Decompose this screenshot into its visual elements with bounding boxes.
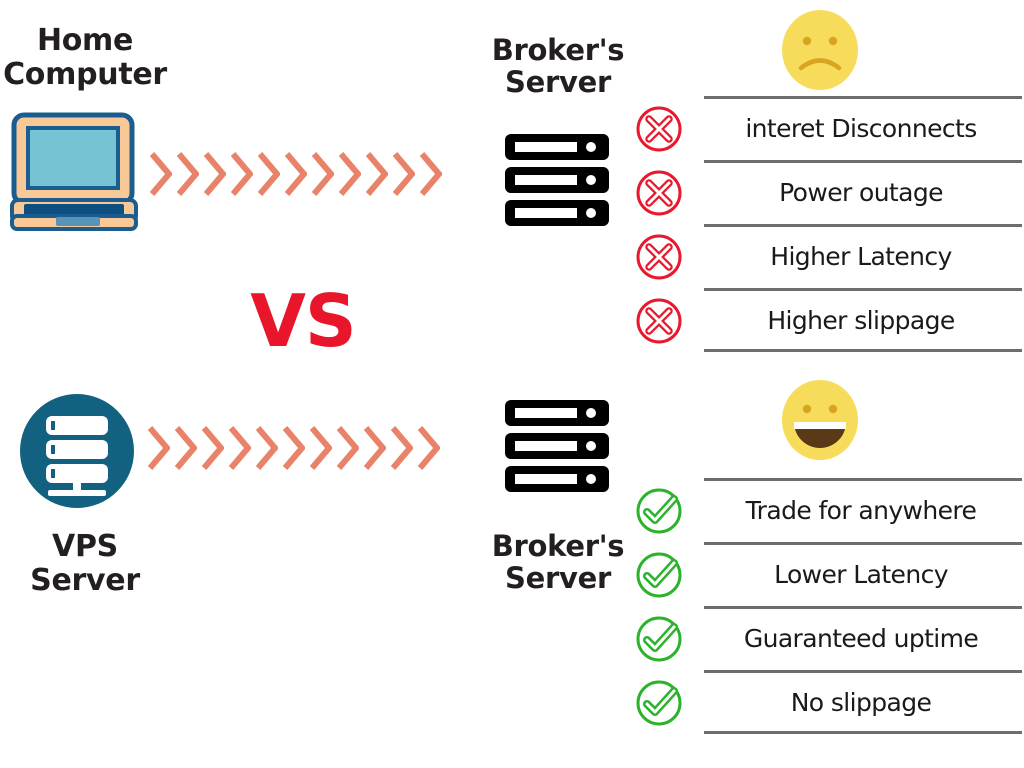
chevron-right-icon [229, 426, 251, 470]
home-computer-title-line1: Home [36, 23, 134, 58]
list-item-label: No slippage [790, 687, 932, 717]
chevron-right-icon [420, 152, 442, 196]
chevron-right-icon [175, 426, 197, 470]
server-rack-icon-top [505, 134, 609, 226]
brokers-server-title-top: Broker's Server [470, 34, 646, 99]
list-item-label: Power outage [779, 177, 943, 207]
server-rack-unit [505, 167, 609, 193]
brokers-server-title-bottom: Broker's Server [470, 530, 646, 595]
vps-server-circle-icon [20, 394, 134, 508]
chevron-right-icon [285, 152, 307, 196]
chevron-right-icon [312, 152, 334, 196]
chevron-right-icon [391, 426, 413, 470]
chevron-right-icon [364, 426, 386, 470]
list-item-rule-top [704, 288, 1022, 291]
home-computer-title: Home Computer [0, 24, 170, 91]
brokers-server-title-bottom-line2: Server [505, 561, 611, 596]
brokers-server-title-top-line2: Server [505, 65, 611, 100]
circle-check-icon [636, 552, 682, 598]
vs-label: VS [250, 279, 357, 363]
vps-server-title-line2: Server [30, 562, 140, 598]
server-rack-led [586, 441, 596, 451]
list-item-rule-top [704, 478, 1022, 481]
chevron-right-icon [202, 426, 224, 470]
sad-face-icon [782, 10, 858, 90]
chevron-right-icon [366, 152, 388, 196]
list-item[interactable]: No slippage [632, 670, 1022, 734]
chevron-right-icon [258, 152, 280, 196]
chevron-right-icon [393, 152, 415, 196]
chevron-right-icon [310, 426, 332, 470]
list-item-label: Guaranteed uptime [743, 623, 979, 653]
list-item[interactable]: Higher Latency [632, 224, 1022, 288]
chevron-right-icon [177, 152, 199, 196]
circle-check-icon [636, 488, 682, 534]
vps-server-title: VPS Server [0, 530, 170, 597]
circle-x-icon [636, 170, 682, 216]
chevron-right-icon [418, 426, 440, 470]
list-item-label: Higher slippage [767, 305, 955, 335]
list-item-rule-top [704, 542, 1022, 545]
server-rack-led [586, 175, 596, 185]
list-item-rule-top [704, 96, 1022, 99]
brokers-server-title-bottom-line1: Broker's [491, 529, 625, 563]
server-rack-icon-bottom [505, 400, 609, 492]
circle-x-icon [636, 234, 682, 280]
list-item[interactable]: Lower Latency [632, 542, 1022, 606]
chevron-right-icon [204, 152, 226, 196]
brokers-server-title-top-line1: Broker's [491, 33, 625, 67]
server-rack-unit [505, 400, 609, 426]
list-item-label: Trade for anywhere [745, 495, 977, 525]
list-item[interactable]: Guaranteed uptime [632, 606, 1022, 670]
home-computer-title-line2: Computer [3, 56, 167, 92]
circle-x-icon [636, 106, 682, 152]
chevron-right-icon [231, 152, 253, 196]
server-rack-slot [515, 441, 577, 451]
list-item-label: Lower Latency [774, 559, 948, 589]
server-rack-led [586, 408, 596, 418]
laptop-icon [10, 112, 138, 231]
chevron-right-icon [256, 426, 278, 470]
server-rack-slot [515, 474, 577, 484]
list-item-rule-bottom [704, 731, 1022, 734]
server-rack-slot [515, 408, 577, 418]
list-item[interactable]: interet Disconnects [632, 96, 1022, 160]
list-item[interactable]: Trade for anywhere [632, 478, 1022, 542]
chevron-arrow-row-bottom [148, 418, 493, 478]
list-item-rule-top [704, 160, 1022, 163]
chevron-right-icon [283, 426, 305, 470]
chevron-arrow-row-top [150, 144, 495, 204]
list-item-rule-top [704, 224, 1022, 227]
list-item[interactable]: Higher slippage [632, 288, 1022, 352]
circle-check-icon [636, 616, 682, 662]
list-item-label: Higher Latency [770, 241, 952, 271]
server-rack-unit [505, 134, 609, 160]
server-rack-led [586, 474, 596, 484]
list-item[interactable]: Power outage [632, 160, 1022, 224]
chevron-right-icon [148, 426, 170, 470]
chevron-right-icon [339, 152, 361, 196]
server-rack-slot [515, 142, 577, 152]
server-rack-led [586, 208, 596, 218]
server-rack-unit [505, 200, 609, 226]
list-item-rule-bottom [704, 349, 1022, 352]
circle-check-icon [636, 680, 682, 726]
happy-face-icon [782, 380, 858, 460]
server-rack-led [586, 142, 596, 152]
server-rack-unit [505, 466, 609, 492]
list-item-rule-top [704, 670, 1022, 673]
server-rack-slot [515, 175, 577, 185]
list-item-label: interet Disconnects [745, 113, 977, 143]
list-item-rule-top [704, 606, 1022, 609]
server-rack-slot [515, 208, 577, 218]
circle-x-icon [636, 298, 682, 344]
vps-server-title-line1: VPS [52, 529, 118, 564]
server-rack-unit [505, 433, 609, 459]
chevron-right-icon [150, 152, 172, 196]
chevron-right-icon [337, 426, 359, 470]
